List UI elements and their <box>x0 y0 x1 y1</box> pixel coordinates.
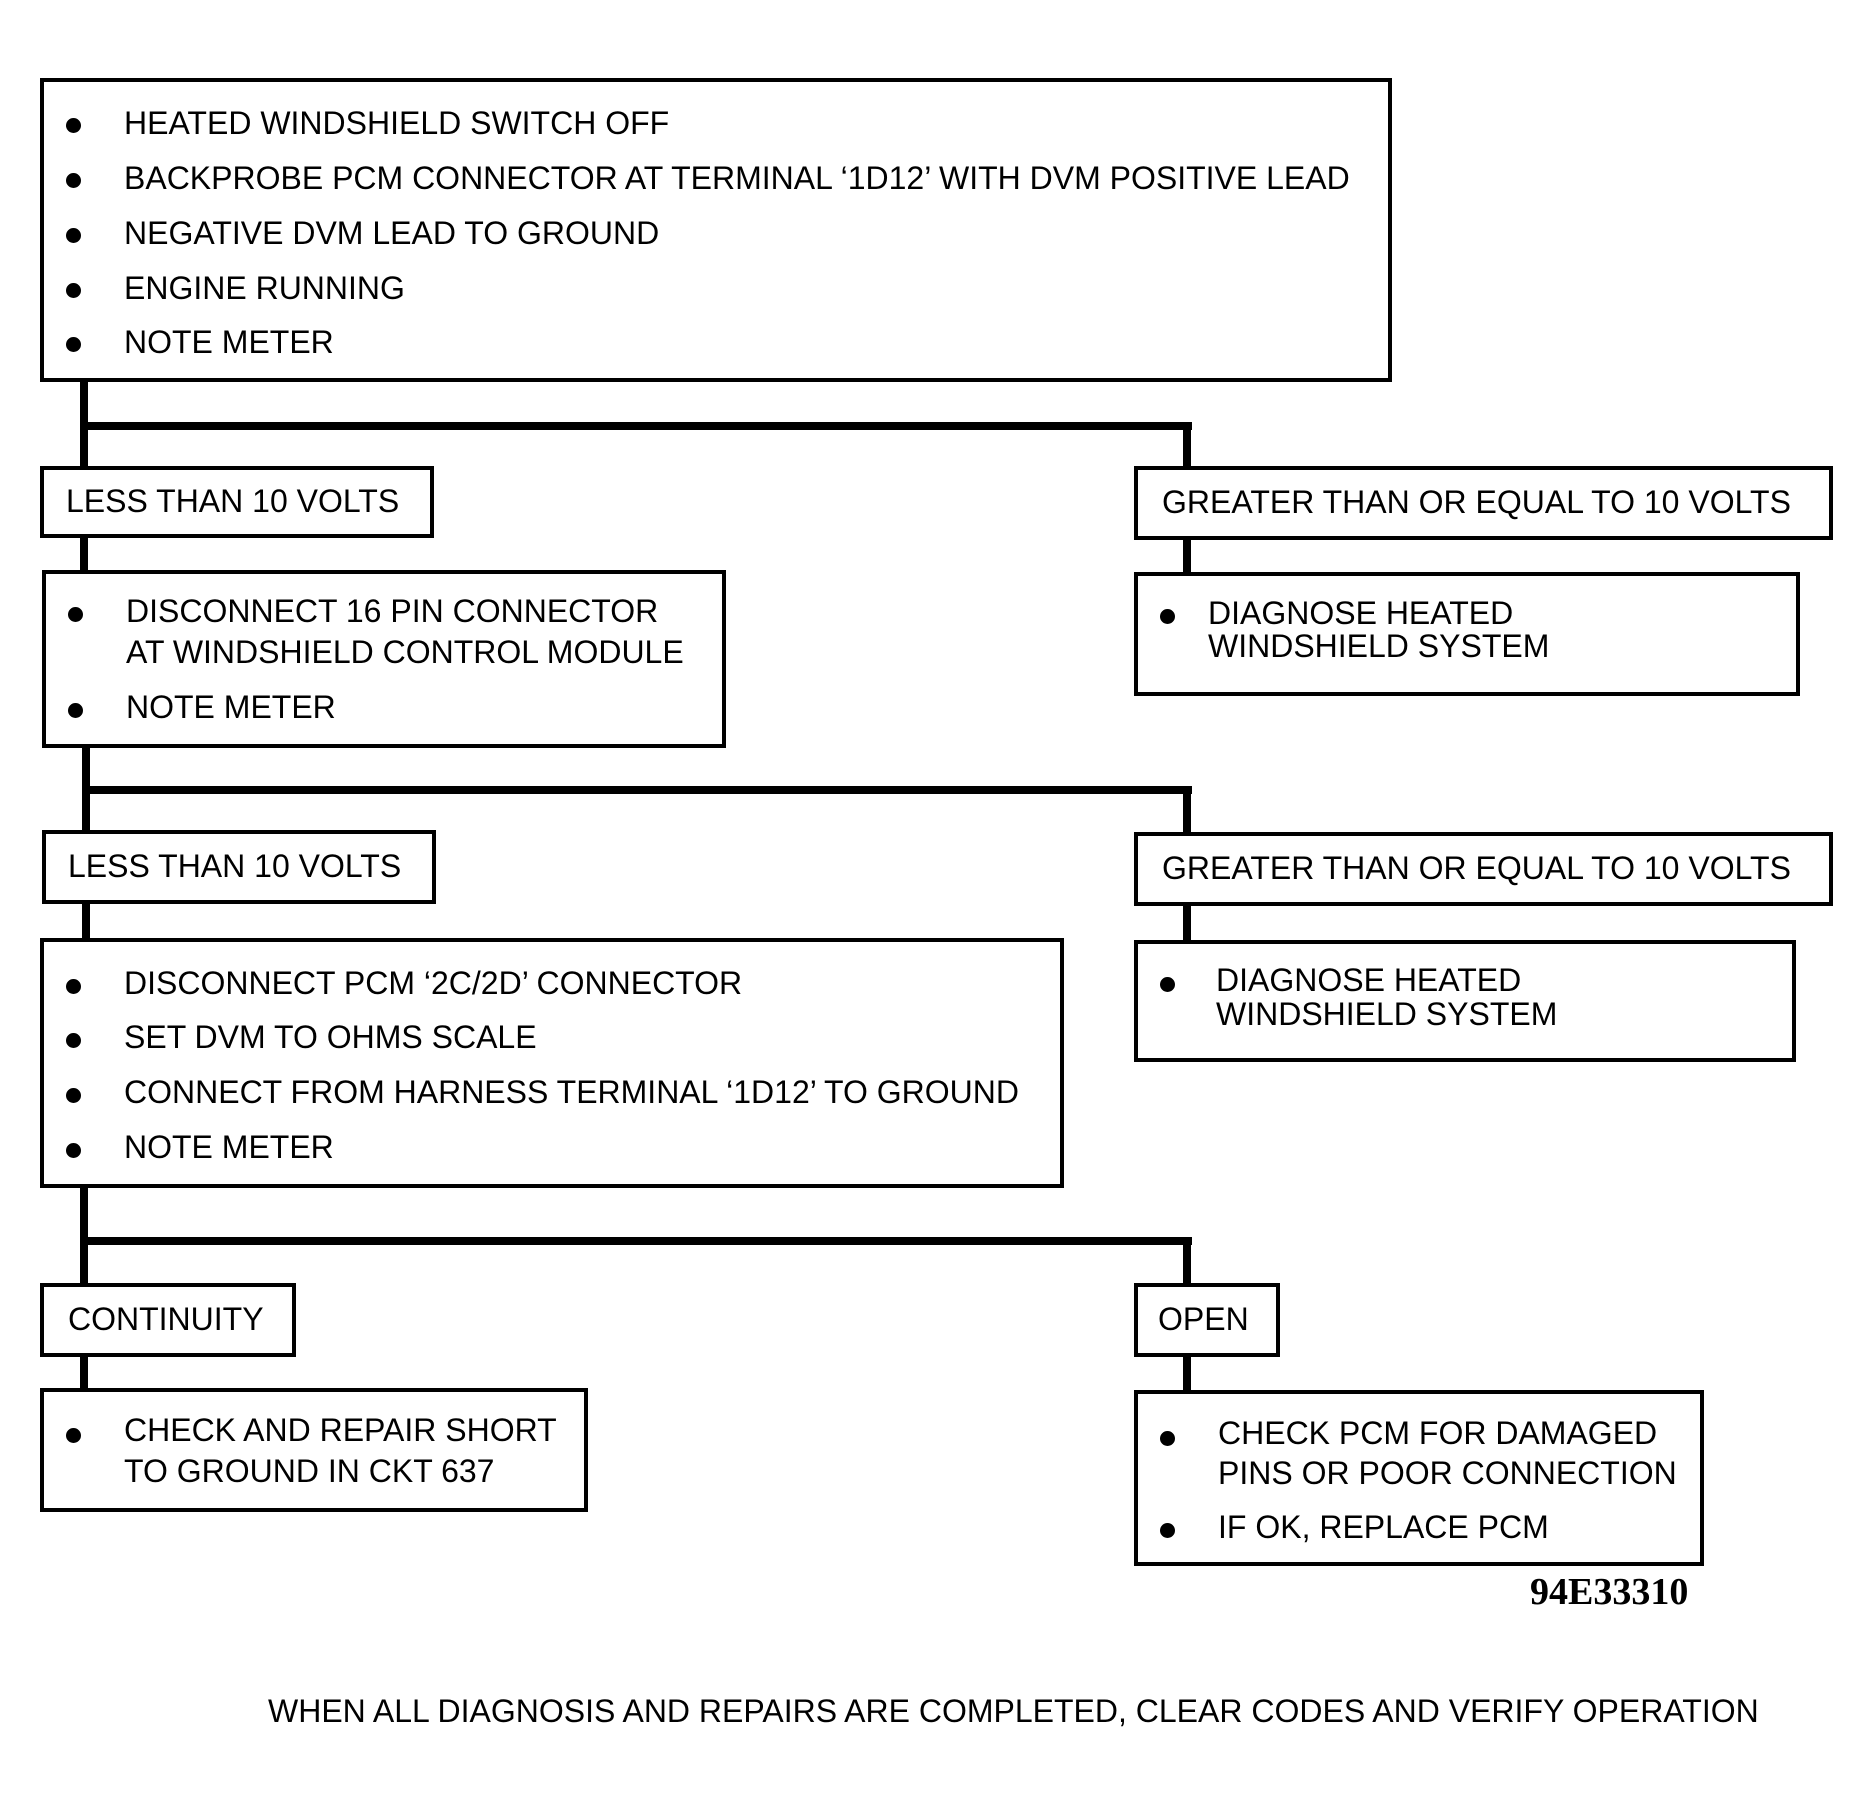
connector-line <box>1183 786 1191 836</box>
branch2-left-label-box: LESS THAN 10 VOLTS <box>42 830 436 904</box>
branch3-right-action-line: CHECK PCM FOR DAMAGED <box>1218 1415 1658 1451</box>
connector-line <box>80 534 88 574</box>
bullet-icon <box>1160 609 1175 624</box>
branch1-right-action-box: DIAGNOSE HEATED WINDSHIELD SYSTEM <box>1134 572 1800 696</box>
branch3-right-action-box: CHECK PCM FOR DAMAGED PINS OR POOR CONNE… <box>1134 1390 1704 1566</box>
branch3-right-label: OPEN <box>1158 1301 1249 1337</box>
connector-line <box>1183 422 1191 470</box>
bullet-icon <box>66 118 81 133</box>
branch2-left-label: LESS THAN 10 VOLTS <box>68 848 402 884</box>
step1-item: BACKPROBE PCM CONNECTOR AT TERMINAL ‘1D1… <box>124 160 1350 196</box>
bullet-icon <box>66 1088 81 1103</box>
branch3-left-action-line: TO GROUND IN CKT 637 <box>124 1453 495 1489</box>
branch2-right-action-box: DIAGNOSE HEATED WINDSHIELD SYSTEM <box>1134 940 1796 1062</box>
connector-line <box>1183 536 1191 576</box>
branch3-left-action-line: CHECK AND REPAIR SHORT <box>124 1412 557 1448</box>
figure-id: 94E33310 <box>1530 1571 1689 1613</box>
bullet-icon <box>66 1143 81 1158</box>
connector-line <box>82 902 90 942</box>
step3-item: NOTE METER <box>124 1129 334 1165</box>
step3-box: DISCONNECT PCM ‘2C/2D’ CONNECTOR SET DVM… <box>40 938 1064 1188</box>
bullet-icon <box>66 228 81 243</box>
connector-line <box>80 422 1192 430</box>
branch2-right-label-box: GREATER THAN OR EQUAL TO 10 VOLTS <box>1134 832 1833 906</box>
bullet-icon <box>1160 1431 1175 1446</box>
branch2-right-action-line: DIAGNOSE HEATED <box>1216 962 1522 998</box>
connector-line <box>80 1237 1192 1245</box>
step1-item: ENGINE RUNNING <box>124 270 405 306</box>
connector-line <box>1183 1354 1191 1394</box>
bullet-icon <box>66 173 81 188</box>
bullet-icon <box>1160 977 1175 992</box>
footer-note: WHEN ALL DIAGNOSIS AND REPAIRS ARE COMPL… <box>268 1693 1759 1729</box>
bullet-icon <box>66 283 81 298</box>
step2-item: DISCONNECT 16 PIN CONNECTOR <box>126 593 659 629</box>
branch3-left-label-box: CONTINUITY <box>40 1283 296 1357</box>
bullet-icon <box>68 607 83 622</box>
branch1-right-label-box: GREATER THAN OR EQUAL TO 10 VOLTS <box>1134 466 1833 540</box>
connector-line <box>80 1184 88 1284</box>
connector-line <box>80 1354 88 1394</box>
branch3-left-label: CONTINUITY <box>68 1301 264 1337</box>
branch1-left-label: LESS THAN 10 VOLTS <box>66 483 400 519</box>
connector-line <box>1183 902 1191 942</box>
branch1-right-label: GREATER THAN OR EQUAL TO 10 VOLTS <box>1162 484 1791 520</box>
bullet-icon <box>66 337 81 352</box>
bullet-icon <box>66 1033 81 1048</box>
step2-box: DISCONNECT 16 PIN CONNECTOR AT WINDSHIEL… <box>42 570 726 748</box>
branch1-right-action-line: DIAGNOSE HEATED <box>1208 595 1514 631</box>
bullet-icon <box>68 703 83 718</box>
bullet-icon <box>66 979 81 994</box>
branch1-left-label-box: LESS THAN 10 VOLTS <box>40 466 434 538</box>
step3-item: CONNECT FROM HARNESS TERMINAL ‘1D12’ TO … <box>124 1074 1019 1110</box>
bullet-icon <box>66 1428 81 1443</box>
step1-item: NEGATIVE DVM LEAD TO GROUND <box>124 215 660 251</box>
step2-item: NOTE METER <box>126 689 336 725</box>
step3-item: DISCONNECT PCM ‘2C/2D’ CONNECTOR <box>124 965 743 1001</box>
branch2-right-label: GREATER THAN OR EQUAL TO 10 VOLTS <box>1162 850 1791 886</box>
branch3-right-action-line: IF OK, REPLACE PCM <box>1218 1509 1549 1545</box>
branch3-right-action-line: PINS OR POOR CONNECTION <box>1218 1455 1677 1491</box>
step1-item: HEATED WINDSHIELD SWITCH OFF <box>124 105 670 141</box>
branch2-right-action-line: WINDSHIELD SYSTEM <box>1216 996 1558 1032</box>
step1-item: NOTE METER <box>124 324 334 360</box>
connector-line <box>82 786 1192 794</box>
step1-box: HEATED WINDSHIELD SWITCH OFF BACKPROBE P… <box>40 78 1392 382</box>
branch3-right-label-box: OPEN <box>1134 1283 1280 1357</box>
branch1-right-action-line: WINDSHIELD SYSTEM <box>1208 628 1550 664</box>
connector-line <box>1183 1237 1191 1287</box>
step2-item-continued: AT WINDSHIELD CONTROL MODULE <box>126 634 684 670</box>
bullet-icon <box>1160 1523 1175 1538</box>
step3-item: SET DVM TO OHMS SCALE <box>124 1019 537 1055</box>
branch3-left-action-box: CHECK AND REPAIR SHORT TO GROUND IN CKT … <box>40 1388 588 1512</box>
